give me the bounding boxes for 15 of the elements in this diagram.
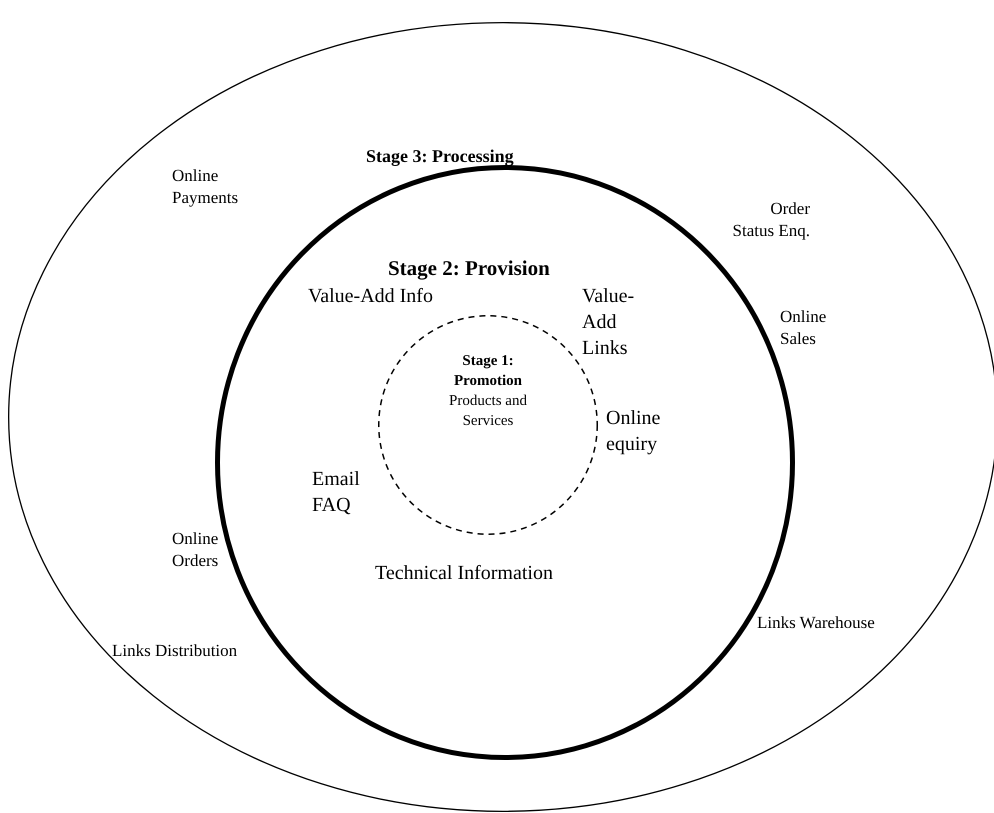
region-label: Links Warehouse <box>757 612 876 634</box>
region-label: Value-Add Info <box>308 284 434 309</box>
region-label: Value-Add Links <box>582 284 636 361</box>
region-label: Technical Information <box>375 561 554 586</box>
stage-heading: Stage 1: Promotion <box>452 352 523 390</box>
region-label: Links Distribution <box>112 640 238 662</box>
stage-heading: Stage 2: Provision <box>388 255 551 282</box>
region-label: Online Payments <box>172 165 240 210</box>
region-label: Online Orders <box>172 528 220 572</box>
region-label: Products and Services <box>448 392 528 430</box>
region-label: Online Sales <box>780 306 828 350</box>
region-label: Email FAQ <box>312 467 361 518</box>
region-label: Online equiry <box>606 406 662 457</box>
region-label: Order Status Enq. <box>732 198 810 242</box>
stage-heading: Stage 3: Processing <box>366 145 515 168</box>
